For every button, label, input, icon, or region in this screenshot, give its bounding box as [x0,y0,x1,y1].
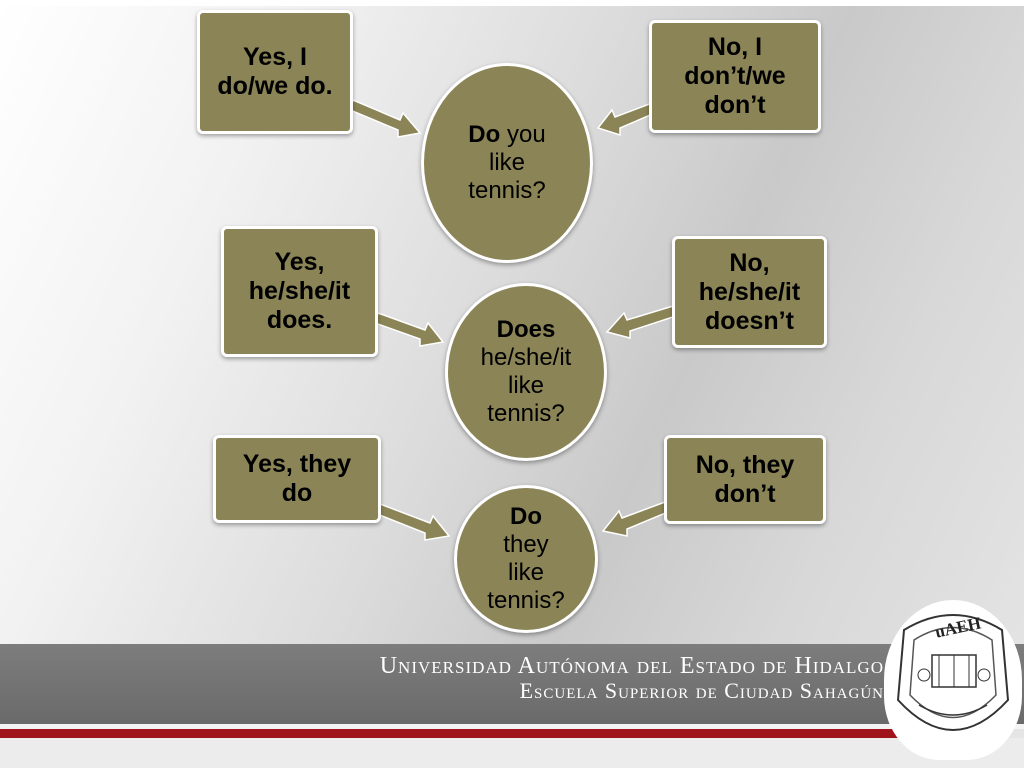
arrow-no-he [605,305,677,339]
bottom-strip [0,738,1024,768]
arrow-no-they [601,501,669,537]
question-keyword: Does [496,316,556,343]
arrow-yes-he [374,312,445,347]
question-keyword: Do [510,503,542,530]
arrow-yes-they [376,503,451,541]
question-do-you: Do you like tennis? [421,63,593,263]
arrow-no-we [596,102,656,137]
answer-yes-he-she-it: Yes, he/she/it does. [221,226,378,357]
question-does-he-she-it: Does he/she/it like tennis? [445,283,607,461]
arrow-yes-we [349,98,422,138]
school-name: Escuela Superior de Ciudad Sahagún [519,678,884,703]
answer-yes-i-we: Yes, I do/we do. [197,10,353,134]
red-accent-line [0,729,900,738]
university-name: Universidad Autónoma del Estado de Hidal… [379,653,884,679]
question-text: he/she/it like tennis? [480,344,572,427]
seal-emblem-icon [896,614,1010,731]
question-do-they: Do they like tennis? [454,485,598,633]
question-text: they like tennis? [487,531,565,614]
question-text: you like tennis? [468,121,546,204]
footer-band [0,644,1024,724]
question-keyword: Do [468,121,501,148]
answer-no-they: No, they don’t [664,435,826,524]
university-seal-logo [884,600,1022,760]
top-strip [0,0,1024,6]
answer-yes-they: Yes, they do [213,435,381,523]
answer-no-i-we: No, I don’t/we don’t [649,20,821,133]
footer-divider [0,724,1024,729]
answer-no-he-she-it: No, he/she/it doesn’t [672,236,827,348]
